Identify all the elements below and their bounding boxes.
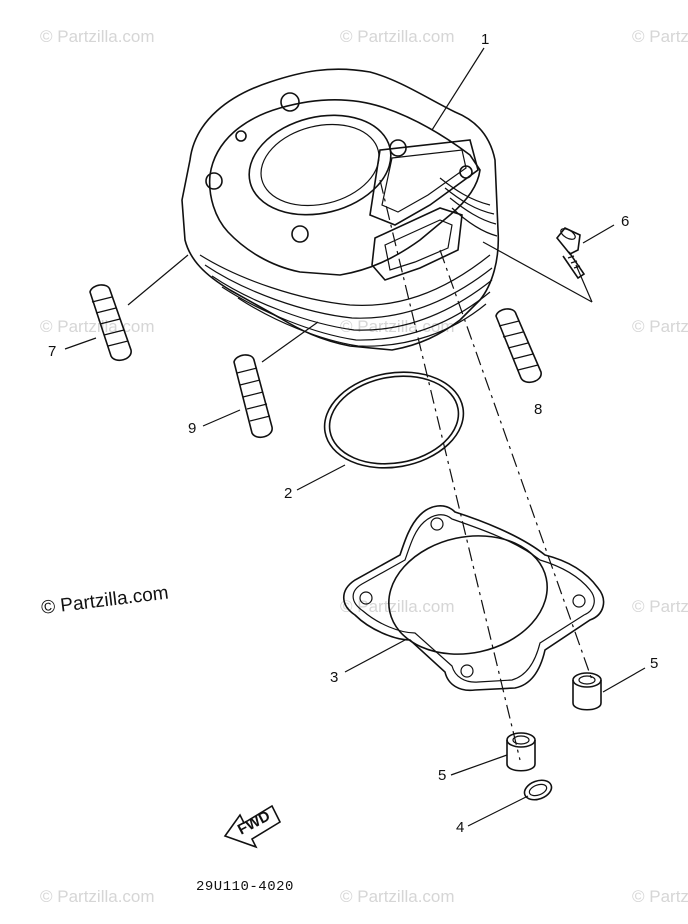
fwd-arrow: FWD — [223, 804, 282, 849]
watermark-text: © Partzilla.com — [632, 317, 688, 336]
stud-bolt — [233, 354, 273, 439]
bolt — [555, 227, 586, 280]
watermark-text: © Partzilla.com — [632, 597, 688, 616]
watermark-main-text: © Partzilla.com — [40, 583, 170, 619]
watermark-text: © Partzilla.com — [40, 317, 155, 336]
watermark-text: © Partzilla.com — [340, 27, 455, 46]
callout-5b: 5 — [438, 767, 446, 784]
callout-1: 1 — [481, 31, 489, 48]
callout-numbers: 1 2 3 4 5 5 6 7 8 9 — [48, 31, 658, 836]
watermark-text: © Partzilla.com — [340, 597, 455, 616]
callout-9: 9 — [188, 420, 196, 437]
callout-2: 2 — [284, 485, 292, 502]
small-o-ring — [523, 779, 553, 801]
cylinder-gasket — [342, 505, 605, 692]
fwd-label: FWD — [235, 807, 273, 838]
o-ring — [323, 371, 465, 469]
leader-lines — [64, 47, 646, 827]
stud-bolt — [495, 308, 542, 384]
callout-8: 8 — [534, 401, 542, 418]
watermark-text: © Partzilla.com — [632, 887, 688, 906]
assembly-center-lines — [379, 179, 593, 761]
dowel-pin — [506, 732, 536, 772]
stud-bolt — [89, 284, 132, 362]
callout-5a: 5 — [650, 655, 658, 672]
watermark-layer: © Partzilla.com © Partzilla.com © Partzi… — [40, 27, 688, 906]
watermark-text: © Partzilla.com — [40, 887, 155, 906]
dowel-pin — [572, 672, 602, 711]
watermark-text: © Partzilla.com — [632, 27, 688, 46]
callout-6: 6 — [621, 213, 629, 230]
diagram-code: 29U110-4020 — [196, 879, 294, 895]
callout-3: 3 — [330, 669, 338, 686]
callout-4: 4 — [456, 819, 464, 836]
cylinder-block — [181, 68, 500, 351]
callout-7: 7 — [48, 343, 56, 360]
watermark-text: © Partzilla.com — [40, 27, 155, 46]
watermark-text: © Partzilla.com — [340, 887, 455, 906]
